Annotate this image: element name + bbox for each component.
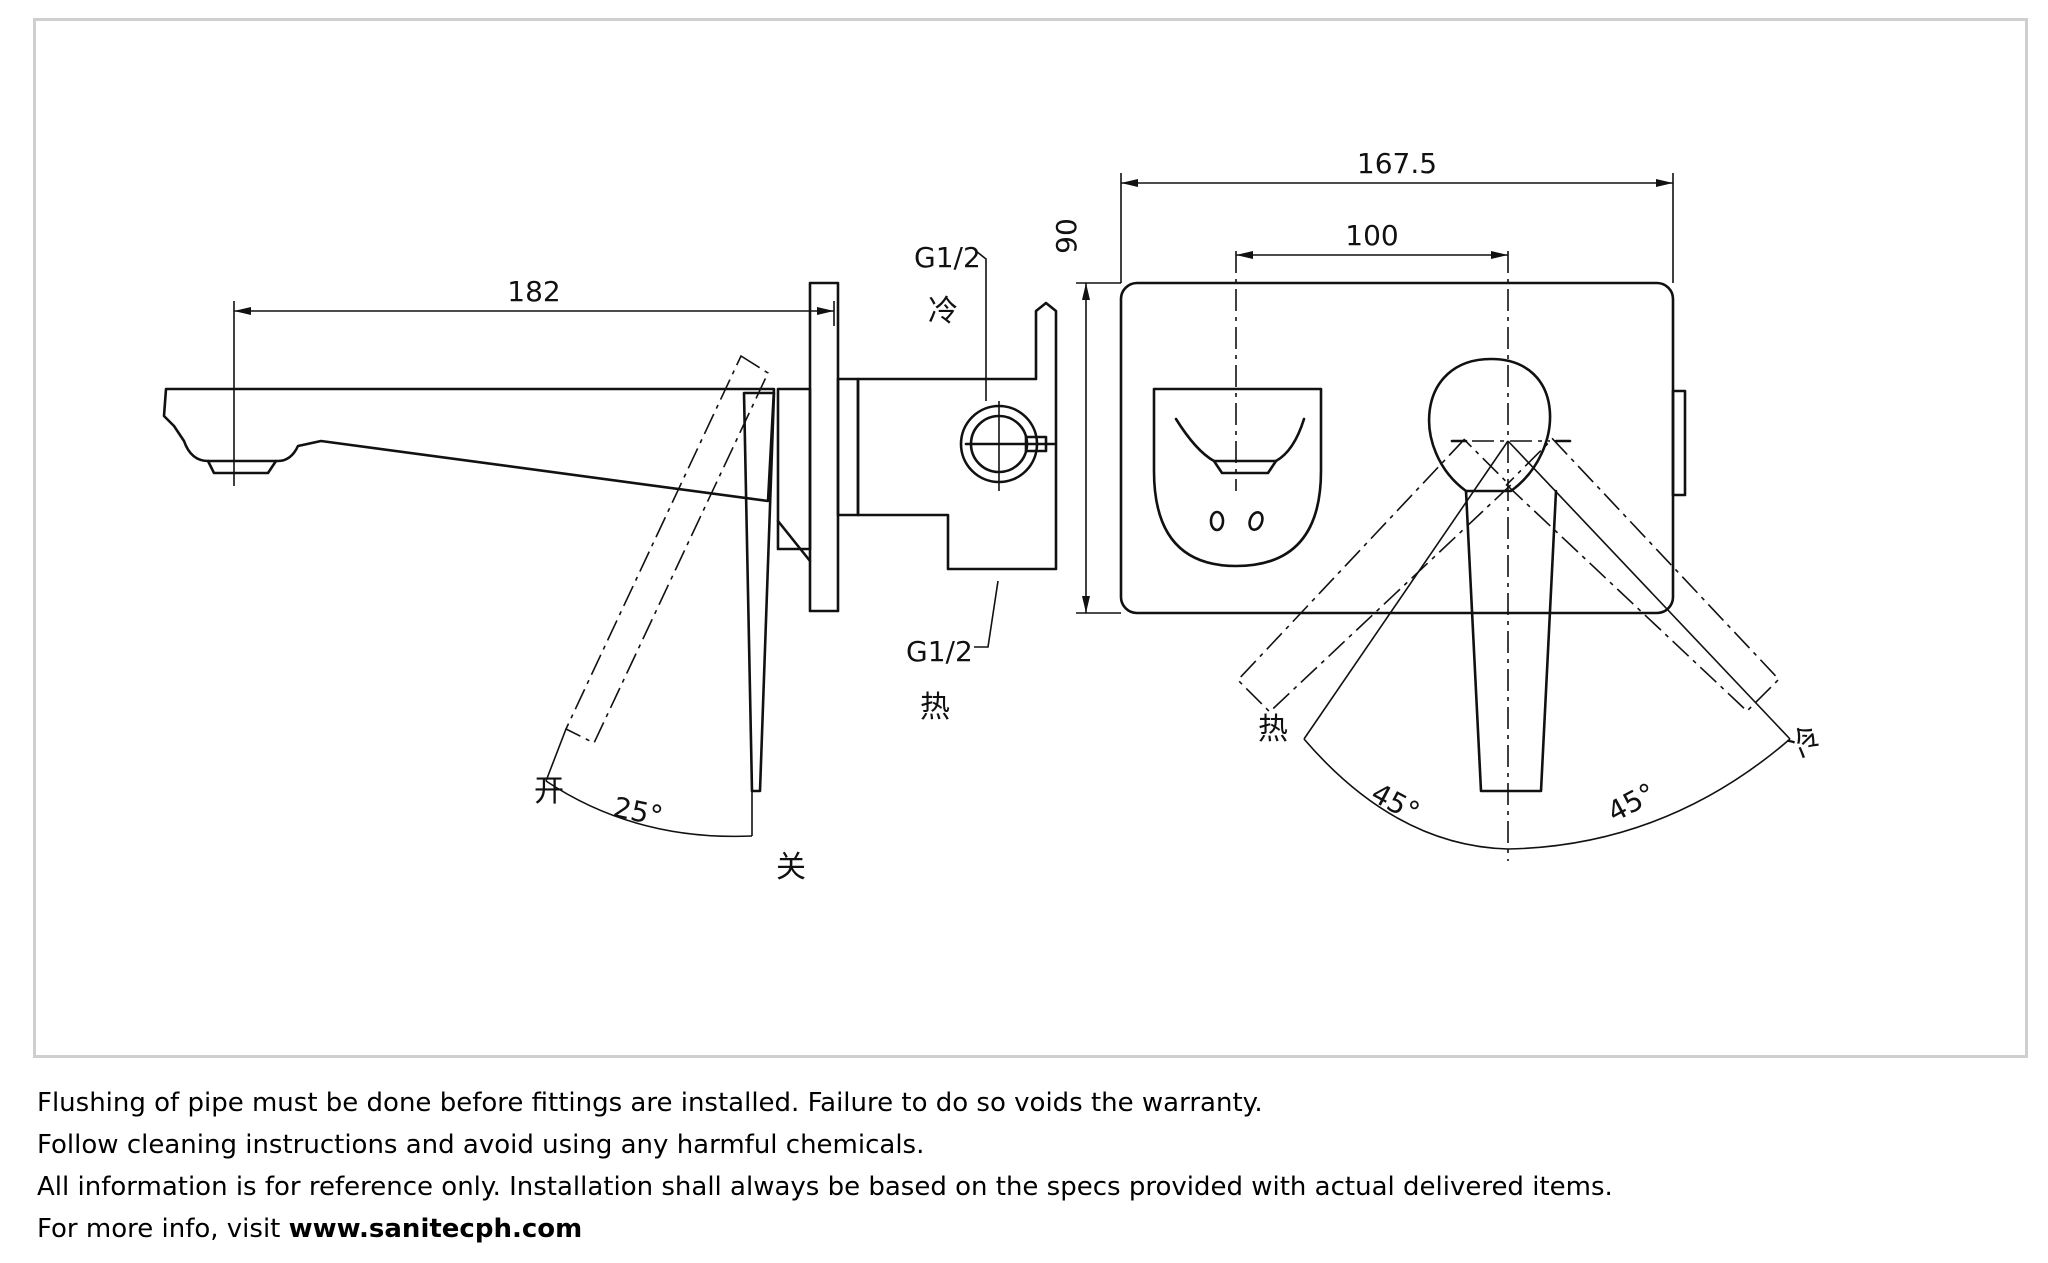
cold-side-label: 冷 [1783,719,1829,765]
valve-neck [836,377,860,517]
handle-ghost-hot [1236,438,1512,713]
collar-chamfer [776,519,812,563]
angle-cold-ray [1507,440,1791,740]
front-handle [1427,357,1552,493]
outlet-curve [1174,417,1306,463]
angle-25-label: 25° [610,790,665,833]
dim-182-arrow-r [817,307,834,315]
dim-167-arrow-l [1121,179,1138,187]
technical-drawing: 182 25° G1/2 冷 G1/2 热 开 关 [33,18,2028,1058]
hot-leader [974,580,999,648]
outlet-hole-right [1248,510,1264,532]
note-flushing: Flushing of pipe must be done before fit… [37,1088,1263,1118]
note-more-info-prefix: For more info, visit [37,1214,289,1244]
angle-hot-ray [1303,440,1509,740]
hot-inlet-char: 热 [920,690,950,725]
outlet-window [1152,387,1323,568]
spout-aerator [206,459,278,475]
dim-90-arrow-b [1082,596,1090,613]
angle-45-left-label: 45° [1366,776,1425,828]
notes-block: Flushing of pipe must be done before fit… [37,1082,2017,1250]
angle-25-arc [545,780,753,838]
inlet-plug [1024,435,1048,453]
dim-167-label: 167.5 [1357,147,1437,180]
dim-90-label: 90 [1050,218,1083,254]
hot-inlet-label: G1/2 [906,635,973,668]
website-link[interactable]: www.sanitecph.com [288,1214,583,1244]
dim-182-arrow-l [234,307,251,315]
angle-45-right-label: 45° [1602,776,1661,828]
cold-inlet-char: 冷 [928,294,958,329]
valve-body [856,301,1058,571]
handle-ghost-cold [1505,437,1780,713]
close-label: 关 [776,850,806,885]
dim-182-label: 182 [507,275,560,308]
note-reference: All information is for reference only. I… [37,1172,1613,1202]
side-view: 182 25° G1/2 冷 G1/2 热 开 关 [162,241,1058,885]
cold-inlet-label: G1/2 [914,241,981,274]
dim-167-arrow-r [1656,179,1673,187]
front-view: 45° 45° 热 冷 167.5 100 90 [1050,147,1829,861]
lever-handle [742,391,776,793]
outlet-aerator [1212,459,1278,475]
hot-side-label: 热 [1258,712,1288,747]
front-handle-lever [1464,489,1558,793]
open-label: 开 [534,774,564,809]
plate-side-button [1671,389,1687,497]
cold-leader [975,250,987,401]
note-more-info: For more info, visit www.sanitecph.com [37,1208,2017,1250]
dim-100-arrow-l [1236,251,1253,259]
dim-100-label: 100 [1345,219,1398,252]
lever-open-ghost [564,354,770,745]
outlet-hole-left [1209,510,1225,532]
wall-flange [808,281,840,613]
angle-cold-arc [1507,738,1791,850]
angle-open-ext [545,728,567,782]
angle-hot-arc [1303,738,1509,850]
spout-outline [162,387,776,503]
faucet-drawing-svg: 182 25° G1/2 冷 G1/2 热 开 关 [162,147,1829,885]
note-cleaning: Follow cleaning instructions and avoid u… [37,1130,925,1160]
dim-90-arrow-t [1082,283,1090,300]
dim-100-arrow-r [1491,251,1508,259]
